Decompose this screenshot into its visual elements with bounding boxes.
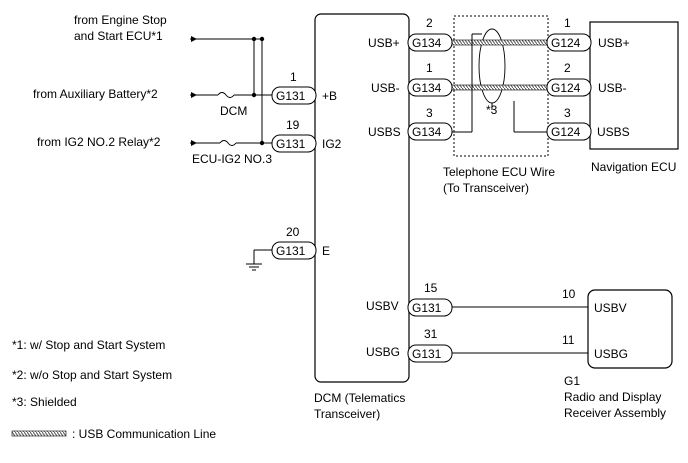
pin-number: 3 bbox=[426, 106, 433, 120]
junction-node bbox=[251, 36, 257, 42]
pin-number: 2 bbox=[426, 16, 433, 30]
dcm-pin-label-usbg: USBG bbox=[366, 345, 400, 359]
radio-name-line2: Receiver Assembly bbox=[564, 406, 666, 420]
usb-plus-line bbox=[450, 39, 548, 46]
dcm-name-line1: DCM (Telematics bbox=[314, 391, 405, 405]
note-1: *1: w/ Stop and Start System bbox=[12, 338, 165, 352]
aux-battery-label: from Auxiliary Battery*2 bbox=[33, 87, 158, 101]
connector-code: G134 bbox=[412, 36, 442, 50]
connector-code: G134 bbox=[412, 81, 442, 95]
junction-node bbox=[259, 36, 265, 42]
engine-ecu-label-line1: from Engine Stop bbox=[74, 13, 167, 27]
wire-name-line2: (To Transceiver) bbox=[443, 181, 529, 195]
connector-code: G124 bbox=[551, 36, 581, 50]
pin-number: 1 bbox=[290, 70, 297, 84]
connector-dcm-usbplus: G134 2 bbox=[407, 16, 453, 52]
wire-name-line1: Telephone ECU Wire bbox=[443, 165, 555, 179]
pin-number: 3 bbox=[564, 106, 571, 120]
pin-label: +B bbox=[322, 89, 337, 103]
connector-code: G131 bbox=[412, 347, 442, 361]
pin-label: E bbox=[322, 244, 330, 258]
ig2-relay-label: from IG2 NO.2 Relay*2 bbox=[37, 135, 161, 149]
pin-number: 2 bbox=[564, 61, 571, 75]
dcm-pin-label-usbv: USBV bbox=[366, 299, 399, 313]
radio-name-line1: Radio and Display bbox=[564, 390, 661, 404]
dcm-right-usb-connectors: G134 2 G134 1 G134 3 bbox=[407, 16, 453, 141]
connector-plusb: G131 1 +B bbox=[271, 70, 337, 105]
pin-number: 20 bbox=[286, 225, 300, 239]
dcm-name-line2: Transceiver) bbox=[314, 407, 380, 421]
engine-ecu-label-line2: and Start ECU*1 bbox=[74, 29, 163, 43]
radio-pin-number: 11 bbox=[562, 333, 575, 347]
connector-nav-usbminus: G124 2 USB- bbox=[546, 61, 627, 97]
legend-usb-line-swatch bbox=[11, 430, 67, 437]
legend-usb-line-label: : USB Communication Line bbox=[72, 427, 216, 441]
dcm-pin-label-usbs: USBS bbox=[368, 125, 401, 139]
connector-nav-usbs: G124 3 USBS bbox=[546, 106, 630, 141]
shield-wires bbox=[451, 33, 547, 133]
dcm-right-radio-connectors: G131 15 G131 31 bbox=[407, 281, 453, 363]
usb-minus-line bbox=[450, 84, 548, 91]
pin-number: 1 bbox=[564, 16, 571, 30]
pin-label: IG2 bbox=[322, 137, 342, 151]
dcm-left-connectors: G131 1 +B G131 19 IG2 G131 20 E bbox=[271, 70, 342, 260]
connector-code: G131 bbox=[412, 301, 442, 315]
connector-code: G131 bbox=[276, 137, 306, 151]
connector-code: G131 bbox=[276, 89, 306, 103]
radio-box bbox=[587, 289, 673, 369]
dcm-pin-label-usbplus: USB+ bbox=[368, 36, 400, 50]
pin-label: USBS bbox=[597, 125, 630, 139]
navigation-ecu-box bbox=[589, 21, 679, 150]
fuse-dcm-label: DCM bbox=[220, 104, 247, 118]
note-2: *2: w/o Stop and Start System bbox=[12, 368, 172, 382]
connector-e: G131 20 E bbox=[271, 225, 330, 260]
pin-number: 15 bbox=[424, 281, 438, 295]
connector-ig2: G131 19 IG2 bbox=[271, 118, 342, 153]
pin-number: 19 bbox=[286, 118, 300, 132]
radio-wires bbox=[452, 306, 588, 354]
pin-number: 31 bbox=[424, 327, 438, 341]
radio-pin-label: USBV bbox=[594, 301, 627, 315]
dcm-box bbox=[314, 13, 410, 383]
connector-code: G134 bbox=[412, 125, 442, 139]
connector-code: G124 bbox=[551, 81, 581, 95]
radio-pin-label: USBG bbox=[594, 347, 628, 361]
junction-node bbox=[251, 92, 257, 98]
connector-nav-usbplus: G124 1 USB+ bbox=[546, 16, 630, 52]
pin-label: USB- bbox=[598, 81, 627, 95]
note-3: *3: Shielded bbox=[12, 395, 77, 409]
input-arrows bbox=[191, 36, 265, 146]
dcm-pin-label-usbminus: USB- bbox=[371, 81, 400, 95]
connector-code: G131 bbox=[276, 244, 306, 258]
connector-dcm-usbminus: G134 1 bbox=[407, 61, 453, 97]
navigation-connectors: G124 1 USB+ G124 2 USB- G124 3 USBS bbox=[546, 16, 630, 141]
junction-node bbox=[259, 140, 265, 146]
connector-code: G124 bbox=[551, 125, 581, 139]
connector-dcm-usbv: G131 15 bbox=[407, 281, 453, 317]
connector-dcm-usbs: G134 3 bbox=[407, 106, 453, 141]
connector-dcm-usbg: G131 31 bbox=[407, 327, 453, 363]
navigation-ecu-name: Navigation ECU bbox=[591, 160, 676, 174]
pin-number: 1 bbox=[426, 61, 433, 75]
radio-code: G1 bbox=[564, 374, 580, 388]
pin-label: USB+ bbox=[598, 36, 630, 50]
shield-label: *3 bbox=[486, 103, 498, 117]
fuse-ecu-ig2-label: ECU-IG2 NO.3 bbox=[192, 152, 272, 166]
radio-pin-number: 10 bbox=[562, 287, 576, 301]
